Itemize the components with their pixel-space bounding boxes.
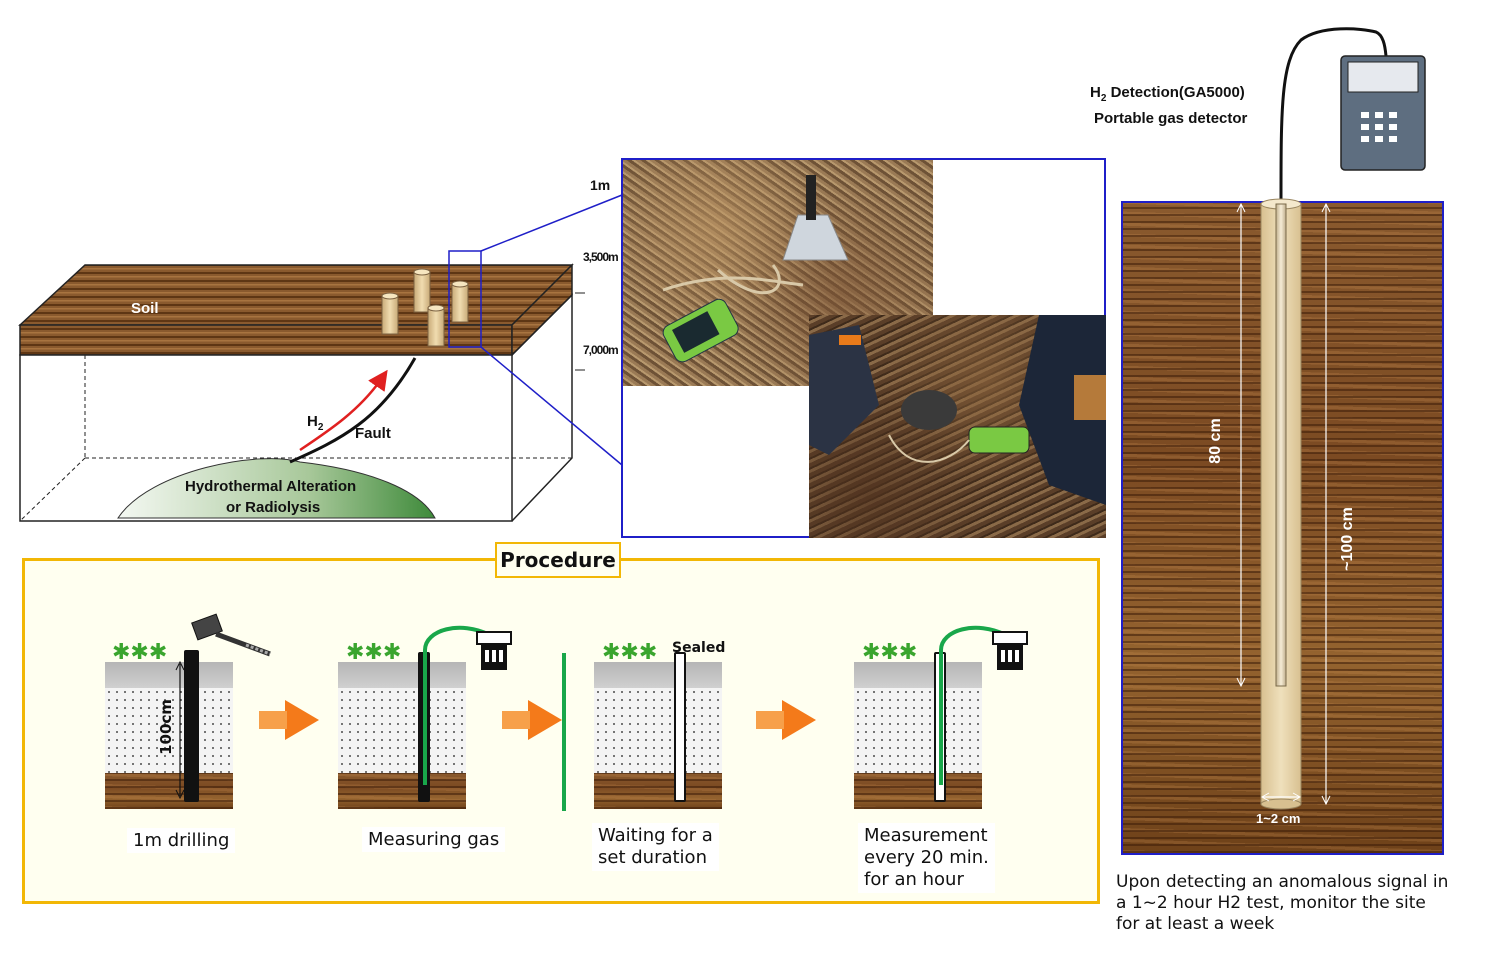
fault-label: Fault — [355, 425, 391, 442]
topsoil-layer — [338, 662, 466, 688]
depth-1m-label: 1m — [590, 177, 611, 193]
grass-icon: ✱✱✱ — [862, 639, 918, 664]
soil-layer — [594, 688, 722, 773]
detector-label-line1: H2 Detection(GA5000) — [1090, 84, 1245, 104]
soil-layer — [105, 688, 233, 773]
depth-100cm-label: 100cm — [157, 699, 175, 755]
topsoil-layer — [854, 662, 982, 688]
bedrock-layer — [105, 773, 233, 809]
length-80cm-label: 80 cm — [1207, 418, 1224, 464]
detector-icon — [992, 631, 1028, 670]
drill-rod — [184, 650, 199, 802]
soil-layer — [854, 688, 982, 773]
fault-line — [289, 357, 417, 464]
length-100cm-label: ~100 cm — [1339, 507, 1356, 571]
field-photo-measurement — [809, 315, 1106, 538]
soil-top-face — [18, 264, 574, 326]
depth-arrow — [175, 660, 185, 800]
soil-label: Soil — [131, 300, 159, 317]
hydrothermal-mound — [117, 458, 436, 519]
gas-tube — [939, 625, 1007, 785]
divider-line — [562, 653, 566, 811]
detector-icon — [476, 631, 512, 670]
depth-3500-label: 3,500m — [583, 250, 619, 264]
topsoil-layer — [105, 662, 233, 688]
step-arrow-3 — [756, 700, 816, 740]
grass-icon: ✱✱✱ — [602, 639, 658, 664]
sealed-tube — [674, 652, 686, 802]
topsoil-layer — [594, 662, 722, 688]
grass-icon: ✱✱✱ — [346, 639, 402, 664]
subsurface-side-edge — [511, 293, 573, 522]
sampling-tubes — [381, 268, 469, 347]
step-2-label: Measuring gas — [362, 827, 506, 852]
monitoring-note: Upon detecting an anomalous signal in a … — [1116, 872, 1449, 934]
bedrock-layer — [338, 773, 466, 809]
bedrock-layer — [594, 773, 722, 809]
gas-tube — [423, 625, 491, 785]
hydrothermal-label-line2: or Radiolysis — [226, 499, 321, 516]
depth-7000-label: 7,000m — [583, 343, 619, 357]
geology-block-diagram — [18, 194, 623, 522]
step-arrow-2 — [502, 700, 562, 740]
step-arrow-1 — [259, 700, 319, 740]
hydrothermal-label-line1: Hydrothermal Alteration — [185, 478, 357, 495]
soil-layer — [338, 688, 466, 773]
h2-label: H2 — [307, 413, 324, 433]
well-drawing — [1236, 27, 1426, 810]
field-photo-panel — [621, 158, 1106, 538]
procedure-title: Procedure — [495, 542, 621, 578]
sealed-label: Sealed — [672, 640, 726, 656]
bedrock-layer — [854, 773, 982, 809]
grass-icon: ✱✱✱ — [112, 639, 168, 664]
detector-label-line2: Portable gas detector — [1094, 110, 1248, 127]
zoom-box — [448, 250, 482, 348]
h2-migration-arrow — [299, 369, 388, 452]
diameter-label: 1~2 cm — [1256, 811, 1301, 826]
step-1-label: 1m drilling — [127, 828, 236, 853]
hammer-icon — [191, 613, 271, 657]
